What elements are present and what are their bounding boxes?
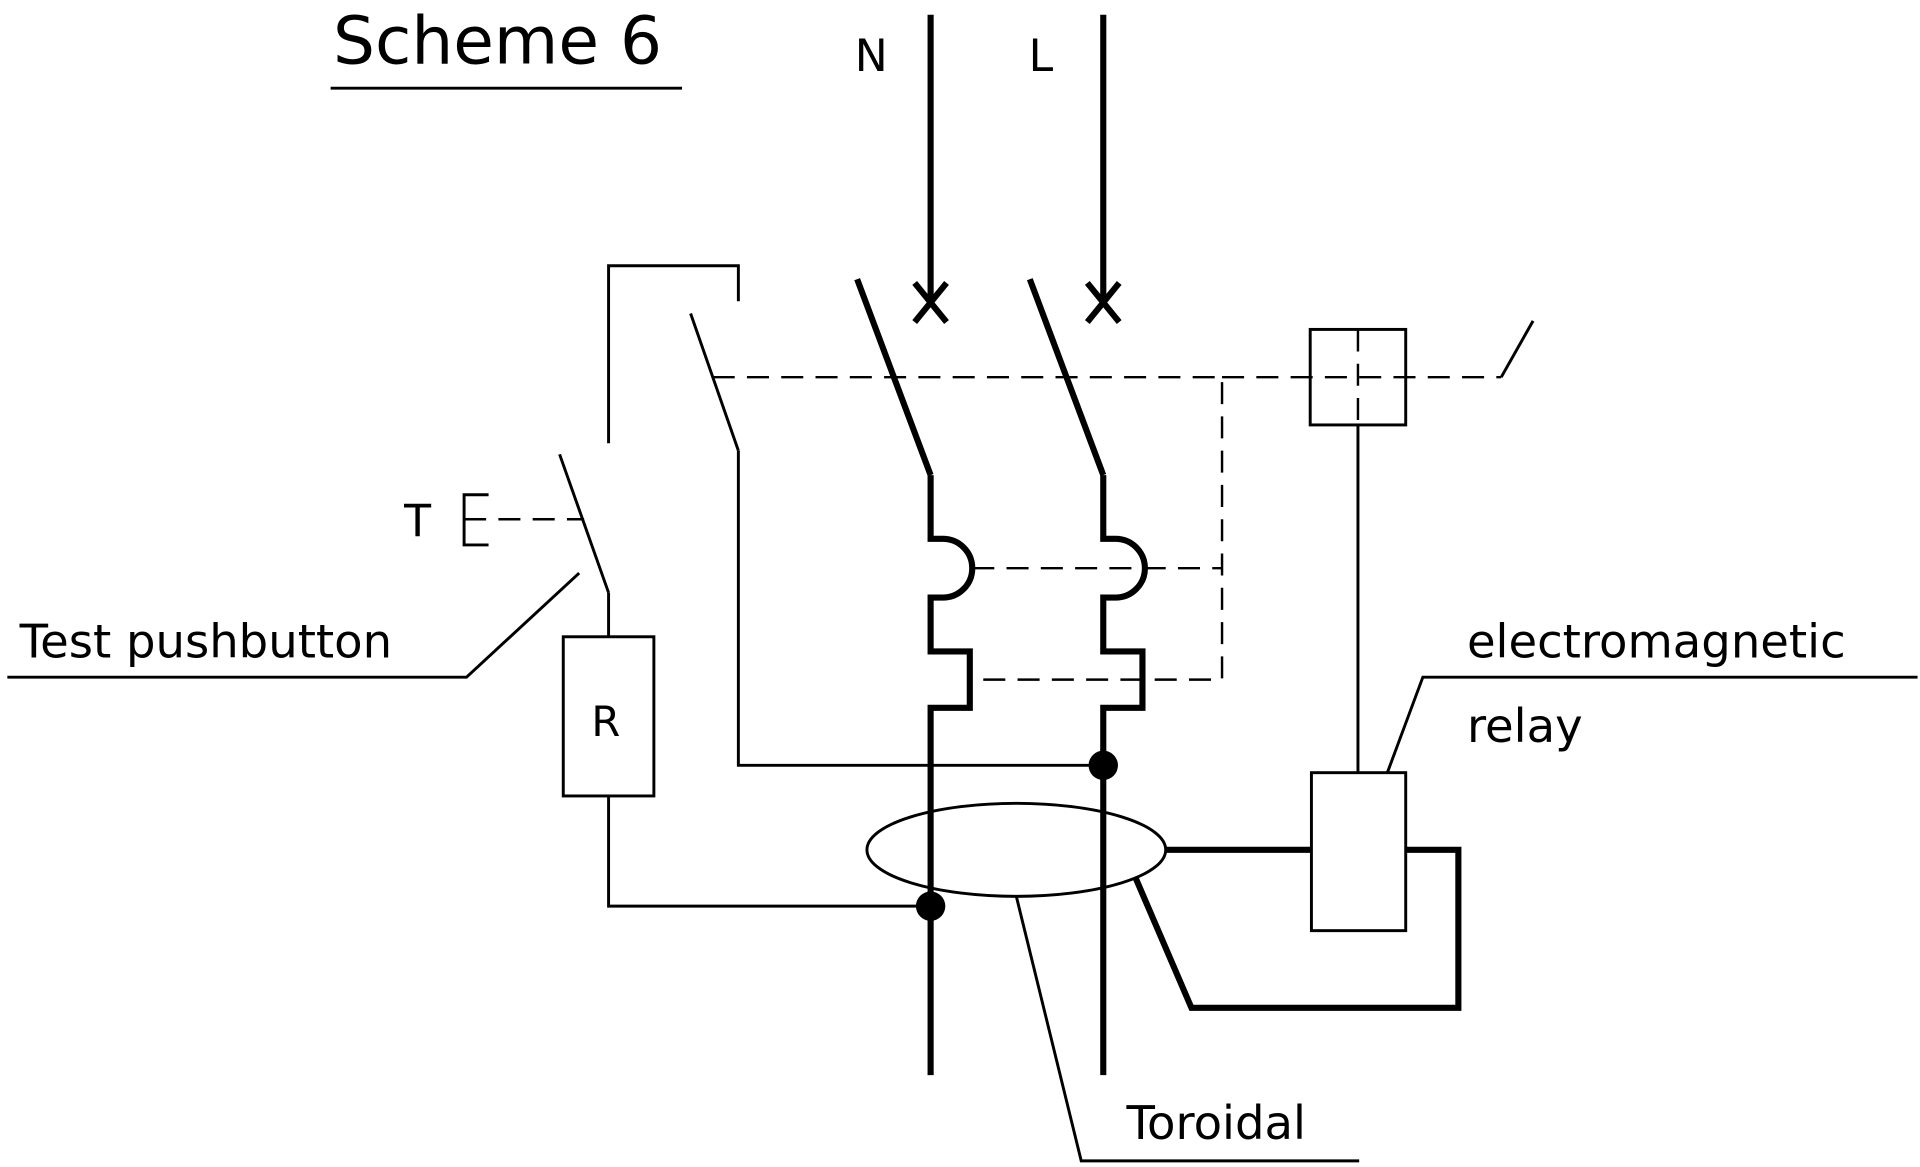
label-relay-line1: electromagnetic [1467,615,1846,669]
secondary-wire-loop [1132,846,1462,1011]
line-trip-elements [1100,475,1148,1076]
resistor-wire-lower [607,795,931,908]
label-line: L [1029,31,1054,82]
trip-latch [1499,320,1535,378]
toroidal-transformer [865,801,1168,898]
label-resistor: R [591,697,620,746]
label-toroidal: Toroidal [1126,1096,1306,1150]
title: Scheme 6 [333,3,662,80]
relay-leader [1385,675,1918,774]
toroidal-leader [1014,896,1360,1163]
neutral-trip-elements [927,475,976,1076]
test-pushbutton-leader [7,572,581,679]
auxiliary-switch-blade [689,313,740,452]
test-circuit-bracket [607,264,740,444]
test-pushbutton-blade [558,453,610,594]
junction-dot-line [1088,750,1118,781]
label-test-pushbutton: Test pushbutton [19,615,393,669]
line-contact-x-icon [1084,280,1122,325]
label-relay-line2: relay [1467,699,1583,753]
relay-coil [1309,771,1408,933]
mechanical-linkage-top [712,375,1224,681]
label-test-button[interactable]: T [403,496,432,547]
junction-dot-neutral [915,891,946,921]
neutral-contact-x-icon [912,280,949,325]
label-neutral: N [855,31,888,82]
auxiliary-wire [736,450,1104,767]
